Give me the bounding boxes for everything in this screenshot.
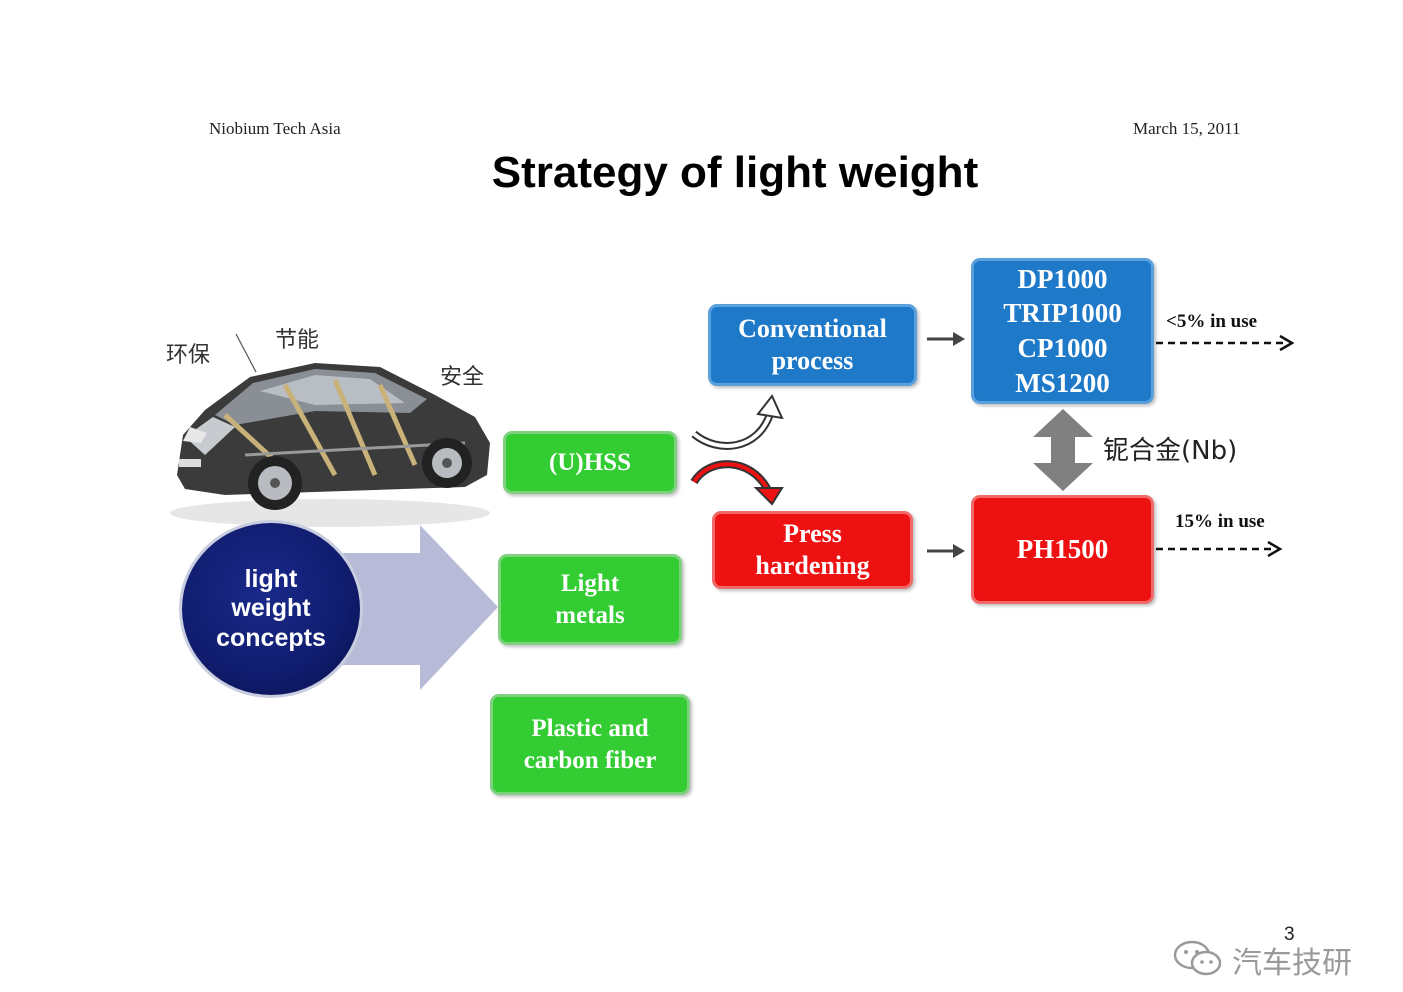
conventional-process-label: Conventional process xyxy=(738,313,887,376)
press-hardening-box: Press hardening xyxy=(712,511,913,589)
safety-label: 安全 xyxy=(440,365,485,390)
nb-double-arrow xyxy=(1033,409,1093,491)
header-date: March 15, 2011 xyxy=(1133,119,1241,138)
plastic-carbon-label: Plastic and carbon fiber xyxy=(523,715,657,774)
label-pointer-line xyxy=(235,333,257,373)
press-usage-arrow xyxy=(1156,540,1283,558)
conventional-usage-arrow xyxy=(1156,334,1295,352)
press-to-ph-arrow xyxy=(927,544,965,558)
wechat-icon xyxy=(1173,940,1222,976)
plastic-carbon-box: Plastic and carbon fiber xyxy=(490,694,690,795)
niobium-alloy-label: 铌合金(Nb) xyxy=(1103,430,1237,467)
watermark-text: 汽车技研 xyxy=(1232,946,1352,981)
steel-grades-label: DP1000 TRIP1000 CP1000 MS1200 xyxy=(1003,263,1122,398)
light-metals-label: Light metals xyxy=(555,570,625,629)
steel-grades-box: DP1000 TRIP1000 CP1000 MS1200 xyxy=(971,258,1154,404)
light-metals-box: Light metals xyxy=(498,554,682,645)
process-branch-arrows xyxy=(690,394,784,506)
press-hardening-label: Press hardening xyxy=(755,518,870,581)
press-usage-label: 15% in use xyxy=(1175,511,1265,532)
conventional-usage-label: <5% in use xyxy=(1166,311,1258,332)
uhss-box: (U)HSS xyxy=(503,431,677,494)
ph1500-box: PH1500 xyxy=(971,495,1154,604)
light-weight-concepts-circle: light weight concepts xyxy=(182,523,360,695)
uhss-label: (U)HSS xyxy=(549,448,631,476)
energy-label: 节能 xyxy=(275,328,320,353)
header-left: Niobium Tech Asia xyxy=(209,119,341,138)
conventional-to-grades-arrow xyxy=(927,332,965,346)
niobium-alloy-text: 铌合金(Nb) xyxy=(1103,436,1238,466)
concept-text: light weight concepts xyxy=(216,564,326,652)
page-number: 3 xyxy=(1284,924,1295,945)
ph1500-label: PH1500 xyxy=(1016,533,1109,564)
eco-label: 环保 xyxy=(166,343,211,368)
page-title: Strategy of light weight xyxy=(491,148,979,197)
car-illustration xyxy=(170,363,490,527)
conventional-process-box: Conventional process xyxy=(708,304,917,386)
